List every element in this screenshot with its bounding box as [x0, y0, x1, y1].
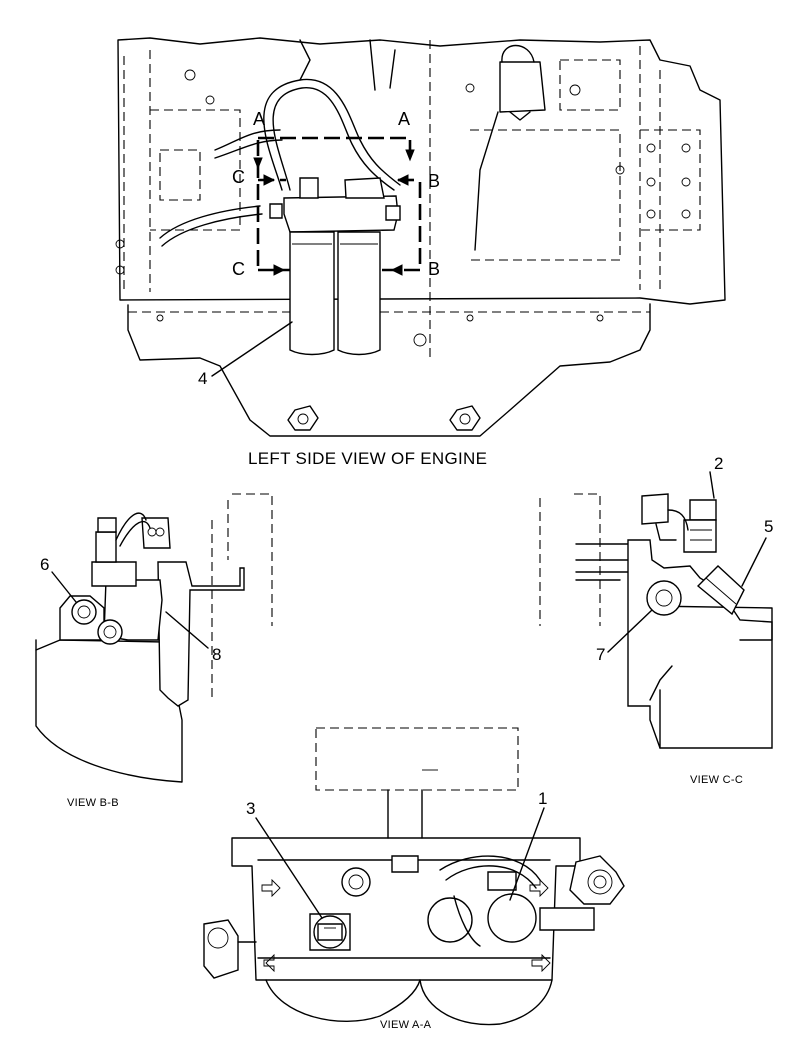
view-aa-drawing	[203, 727, 625, 1026]
callout-1: 1	[538, 789, 548, 808]
callout-5: 5	[764, 517, 774, 536]
section-mark-b-bottom: B	[428, 259, 441, 279]
view-bb-label: VIEW B-B	[67, 797, 119, 809]
section-mark-b-top: B	[428, 171, 441, 191]
callout-6: 6	[40, 555, 50, 574]
engine-left-side-view	[115, 37, 726, 437]
view-cc-label: VIEW C-C	[690, 774, 744, 786]
section-mark-a-left: A	[253, 109, 266, 129]
callout-8: 8	[212, 645, 222, 664]
callout-7: 7	[596, 645, 606, 664]
view-aa-label: VIEW A-A	[380, 1019, 432, 1031]
main-view-title: LEFT SIDE VIEW OF ENGINE	[248, 449, 488, 468]
view-bb-drawing	[35, 493, 273, 783]
callout-2: 2	[714, 454, 724, 473]
section-mark-c-bottom: C	[232, 259, 245, 279]
section-mark-c-top: C	[232, 167, 245, 187]
callout-3: 3	[246, 799, 256, 818]
callout-4: 4	[198, 369, 208, 388]
section-mark-a-right: A	[398, 109, 411, 129]
view-cc-drawing	[539, 471, 773, 749]
